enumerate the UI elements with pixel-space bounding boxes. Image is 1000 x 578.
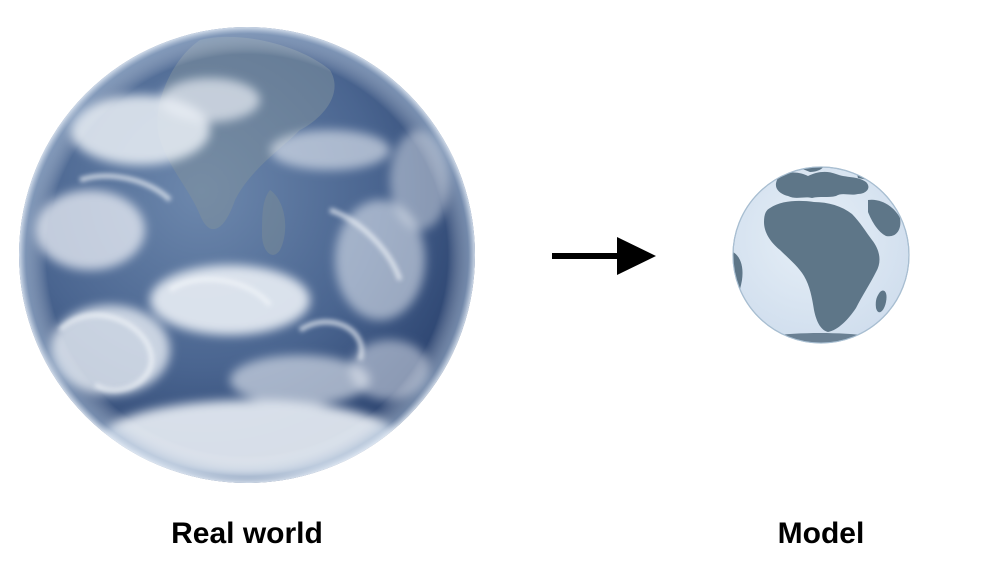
simplified-globe-icon — [732, 166, 910, 344]
earth-photo-icon — [19, 27, 475, 483]
real-world-label: Real world — [171, 517, 323, 550]
model-label: Model — [777, 517, 865, 550]
right-arrow-icon — [552, 237, 656, 275]
